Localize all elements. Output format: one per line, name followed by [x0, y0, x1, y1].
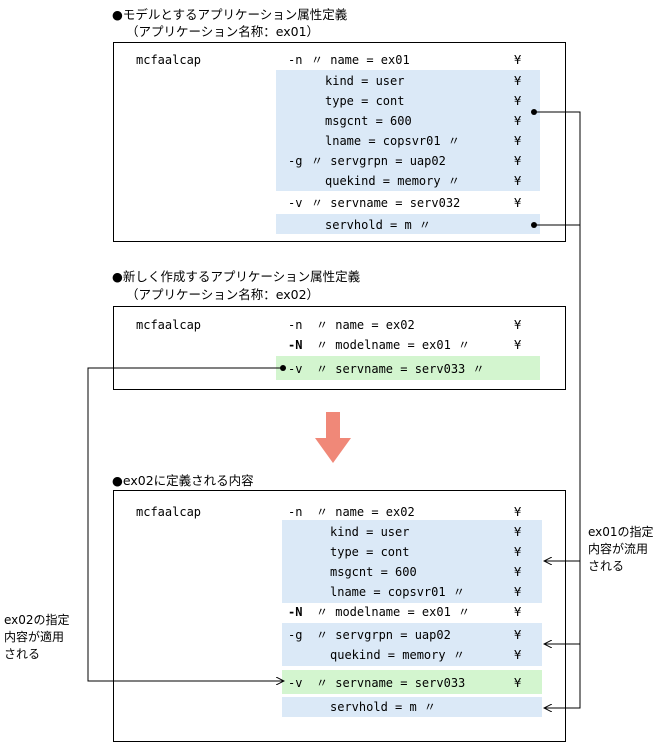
- definition-text: kind = user: [325, 74, 405, 88]
- line-continuation-mark: ¥: [514, 154, 522, 168]
- note-reused-from-ex01: ex01の指定 内容が流用 される: [588, 524, 654, 575]
- definition-text: type = cont: [330, 545, 410, 559]
- option-flag: -v: [288, 676, 303, 690]
- line-continuation-mark: ¥: [514, 74, 522, 88]
- section2-servname-highlight: [276, 356, 540, 380]
- line-continuation-mark: ¥: [514, 565, 522, 579]
- connector-line-right: [534, 111, 581, 708]
- definition-text: 〃 servgrpn = uap02: [311, 154, 446, 168]
- definition-text: 〃 modelname = ex01 〃: [316, 605, 471, 619]
- section3-servhold-highlight: [282, 697, 542, 717]
- connector-line-left: [87, 367, 284, 681]
- definition-text: type = cont: [325, 94, 405, 108]
- line-continuation-mark: ¥: [514, 648, 522, 662]
- section3-command: mcfaalcap: [136, 505, 202, 519]
- section1-command: mcfaalcap: [136, 53, 202, 67]
- note-left-line: される: [4, 647, 41, 661]
- definition-text: 〃 name = ex01: [311, 53, 410, 67]
- line-continuation-mark: ¥: [514, 585, 522, 599]
- line-continuation-mark: ¥: [514, 94, 522, 108]
- section1-inherited-highlight: [276, 70, 540, 191]
- definition-text: servhold = m 〃: [325, 218, 431, 232]
- line-continuation-mark: ¥: [514, 545, 522, 559]
- line-continuation-mark: ¥: [514, 174, 522, 188]
- line-continuation-mark: ¥: [514, 318, 522, 332]
- definition-text: 〃 servname = serv033: [316, 676, 466, 690]
- option-flag: -n: [288, 53, 303, 67]
- option-flag: -n: [288, 505, 303, 519]
- option-flag: -n: [288, 318, 303, 332]
- definition-text: lname = copsvr01 〃: [325, 134, 460, 148]
- line-continuation-mark: ¥: [514, 196, 522, 210]
- section1-subtitle: （アプリケーション名称：ex01）: [126, 24, 320, 39]
- section3-inherited-highlight-2: [282, 623, 542, 666]
- section3-title: ●ex02に定義される内容: [112, 473, 254, 488]
- definition-text: quekind = memory 〃: [325, 174, 460, 188]
- definition-text: 〃 modelname = ex01 〃: [316, 338, 471, 352]
- option-flag: -N: [288, 338, 303, 352]
- note-right-line: される: [588, 559, 625, 573]
- note-left-line: ex02の指定: [4, 613, 70, 627]
- note-left-line: 内容が適用: [4, 630, 65, 644]
- line-continuation-mark: ¥: [514, 338, 522, 352]
- option-flag: -v: [288, 362, 303, 376]
- line-continuation-mark: ¥: [514, 605, 522, 619]
- section2-title: ●新しく作成するアプリケーション属性定義: [112, 269, 361, 284]
- option-flag: -g: [288, 628, 303, 642]
- section2-command: mcfaalcap: [136, 318, 202, 332]
- line-continuation-mark: ¥: [514, 114, 522, 128]
- definition-text: 〃 servname = serv032: [311, 196, 461, 210]
- line-continuation-mark: ¥: [514, 676, 522, 690]
- section2-subtitle: （アプリケーション名称：ex02）: [126, 287, 320, 302]
- line-continuation-mark: ¥: [514, 134, 522, 148]
- line-continuation-mark: ¥: [514, 53, 522, 67]
- section1-servhold-highlight: [276, 214, 540, 234]
- definition-text: lname = copsvr01 〃: [330, 585, 465, 599]
- down-arrow-icon: [315, 412, 351, 463]
- definition-text: msgcnt = 600: [325, 114, 412, 128]
- note-right-line: 内容が流用: [588, 542, 649, 556]
- line-continuation-mark: ¥: [514, 628, 522, 642]
- definition-text: 〃 servname = serv033 〃: [316, 362, 485, 376]
- line-continuation-mark: ¥: [514, 525, 522, 539]
- definition-text: msgcnt = 600: [330, 565, 417, 579]
- definition-text: 〃 servgrpn = uap02: [316, 628, 451, 642]
- option-flag: -g: [288, 154, 303, 168]
- definition-text: kind = user: [330, 525, 410, 539]
- option-flag: -v: [288, 196, 303, 210]
- definition-text: servhold = m 〃: [330, 700, 436, 714]
- option-flag: -N: [288, 605, 303, 619]
- note-applied-from-ex02: ex02の指定 内容が適用 される: [4, 612, 70, 663]
- definition-text: quekind = memory 〃: [330, 648, 465, 662]
- section3-inherited-highlight-1: [282, 520, 542, 603]
- definition-text: 〃 name = ex02: [316, 318, 415, 332]
- note-right-line: ex01の指定: [588, 525, 654, 539]
- section3-servname-highlight: [282, 670, 542, 694]
- line-continuation-mark: ¥: [514, 505, 522, 519]
- section1-title: ●モデルとするアプリケーション属性定義: [112, 7, 348, 22]
- definition-text: 〃 name = ex02: [316, 505, 415, 519]
